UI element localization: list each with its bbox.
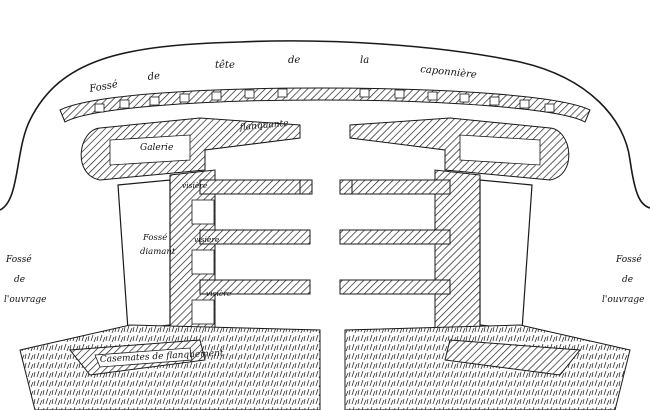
label-left-ouvrage-1: Fossé [5,254,32,265]
counterscarp-line [0,40,650,211]
label-visiere-3: visière [206,289,232,298]
label-left-ouvrage-2: de [14,275,25,285]
label-galerie: Galerie [140,143,173,153]
label-fosse-tete-4: de [288,55,300,66]
label-visiere-2: visière [194,235,220,244]
right-caponier-body [339,169,481,336]
label-fosse-tete-6: caponnière [420,64,478,81]
label-fosse-diamant-2: diamant [140,247,176,257]
label-fosse-tete-3: tête [215,60,235,71]
label-flanquante: flanquante [238,119,289,133]
label-right-ouvrage-2: de [622,275,633,285]
label-visiere-1: visière [182,181,208,190]
right-flanking-casemates [344,324,631,410]
label-fosse-tete-1: Fossé [88,79,119,95]
head-wall [59,87,591,123]
left-caponier-body [169,169,311,336]
left-flanking-gallery [80,117,301,181]
central-wall-blocks [299,179,353,195]
left-diamond-ditch [117,179,171,331]
label-fosse-diamant-1: Fossé [142,232,167,243]
label-fosse-tete-2: de [147,71,160,83]
label-right-ouvrage-3: l'ouvrage [602,295,644,305]
label-fosse-tete-5: la [360,55,369,66]
label-right-ouvrage-1: Fossé [615,254,642,265]
right-flanking-gallery [349,117,570,181]
left-flanking-casemates [19,324,321,410]
label-left-ouvrage-3: l'ouvrage [4,295,46,305]
right-diamond-ditch [479,179,533,331]
